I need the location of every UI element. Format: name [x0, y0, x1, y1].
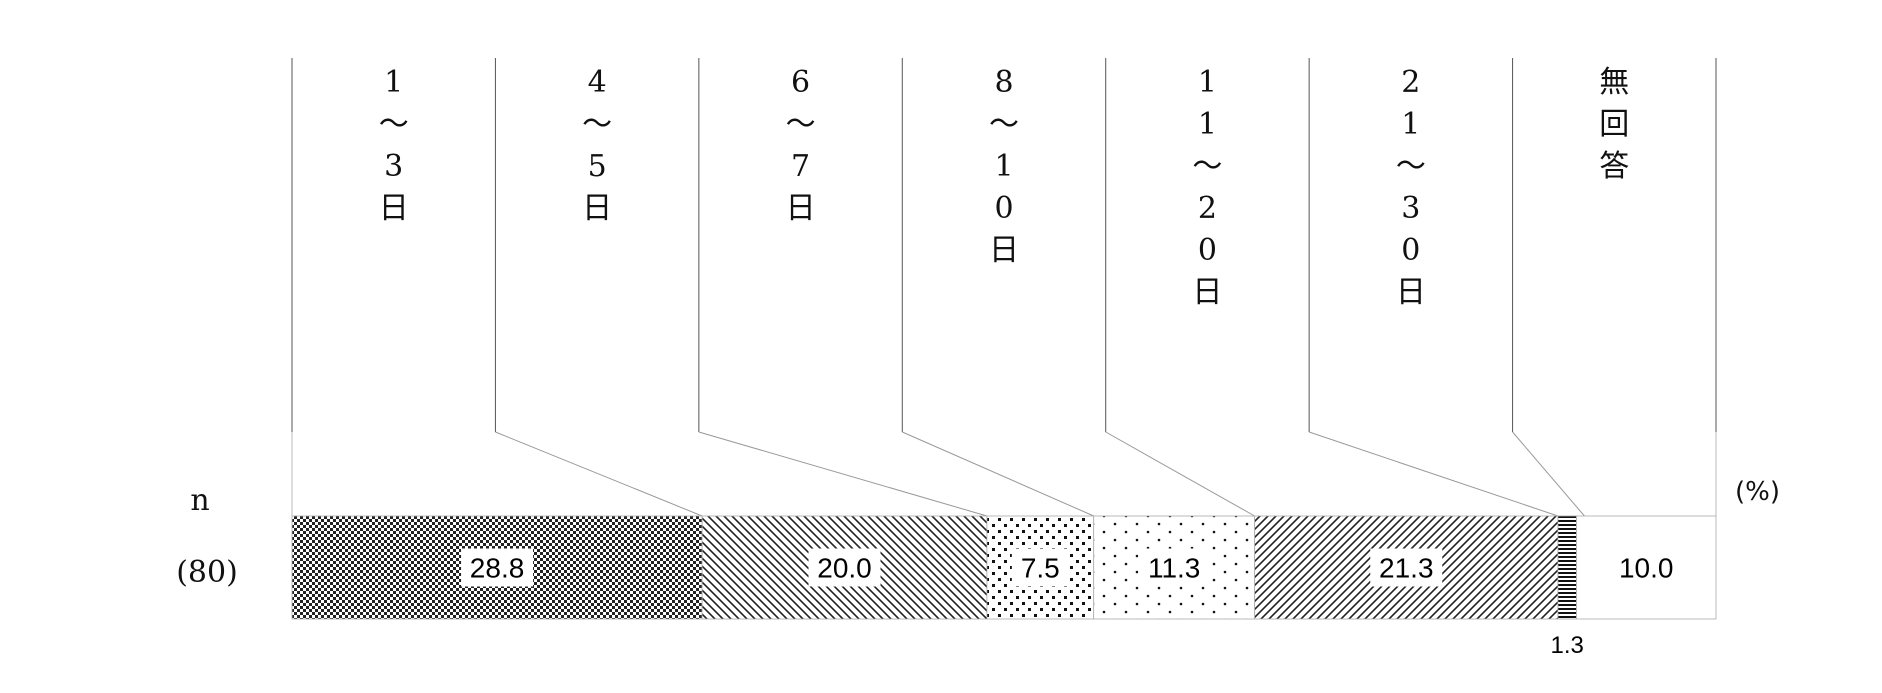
category-label-21-30-char: 1	[1401, 107, 1420, 142]
value-label-8-10: 11.3	[1148, 553, 1200, 584]
value-label-no-answer: 10.0	[1619, 553, 1674, 584]
unit-label: (%)	[1735, 477, 1780, 507]
bar-row: 28.8 20.0 7.5 11.3 21.3 1.3 10.0	[291, 515, 1717, 659]
category-label-8-10-char: 1	[994, 149, 1013, 184]
category-label-6-7-char: 日	[786, 191, 816, 226]
value-label-1-3: 28.8	[470, 553, 525, 584]
category-label-4-5-char: 日	[582, 191, 612, 226]
category-label-21-30-char: 日	[1396, 275, 1426, 310]
category-label-no-answer-char: 回	[1599, 107, 1629, 142]
category-label-8-10-char: 0	[994, 191, 1013, 226]
category-label-no-answer-char: 答	[1599, 149, 1629, 184]
category-label-6-7-char: 6	[791, 65, 810, 100]
value-label-4-5: 20.0	[817, 553, 872, 584]
category-label-6-7-char: 〜	[786, 107, 816, 142]
category-label-21-30-char: 〜	[1396, 149, 1426, 184]
value-label-bg-8-10	[1138, 548, 1211, 587]
leader-line	[902, 431, 1094, 517]
value-label-11-20: 21.3	[1379, 553, 1434, 584]
value-label-6-7: 7.5	[1021, 553, 1060, 584]
leader-line	[495, 431, 703, 517]
category-label-no-answer-char: 無	[1599, 65, 1629, 100]
leader-line	[698, 431, 988, 517]
leader-line	[1512, 431, 1585, 517]
leader-line	[1308, 431, 1559, 517]
leader-line	[1105, 431, 1255, 517]
value-label-bg-4-5	[808, 548, 881, 587]
row-n-label: (80)	[176, 555, 238, 590]
guide-lines	[291, 58, 1717, 517]
category-label-11-20-char: 1	[1198, 107, 1217, 142]
bar-segment-21-30	[1557, 515, 1577, 620]
category-label-11-20-char: 日	[1192, 275, 1222, 310]
value-label-bg-6-7	[1011, 548, 1069, 587]
category-label-8-10-char: 日	[989, 233, 1019, 268]
category-label-1-3-char: 1	[384, 65, 403, 100]
category-label-4-5-char: 4	[588, 65, 607, 100]
category-label-6-7-char: 7	[791, 149, 810, 184]
category-label-8-10-char: 8	[994, 65, 1013, 100]
value-label-bg-11-20	[1370, 548, 1443, 587]
category-label-1-3-char: 〜	[379, 107, 409, 142]
category-label-11-20-char: 2	[1198, 191, 1217, 226]
category-label-11-20-char: 1	[1198, 65, 1217, 100]
value-label-21-30: 1.3	[1551, 632, 1584, 659]
category-label-1-3-char: 日	[379, 191, 409, 226]
category-label-21-30-char: 3	[1401, 191, 1420, 226]
n-header: n	[190, 483, 209, 518]
category-label-21-30-char: 0	[1401, 233, 1420, 268]
category-label-11-20-char: 〜	[1192, 149, 1222, 184]
value-label-bg-1-3	[461, 548, 534, 587]
category-labels: 1 〜 3 日 4 〜 5 日 6 〜 7 日 8 〜 1 0 日 1 1 〜 2 0 日 2 1 〜 3 0 日 無回答	[379, 65, 1630, 310]
category-label-21-30-char: 2	[1401, 65, 1420, 100]
category-label-11-20-char: 0	[1198, 233, 1217, 268]
category-label-8-10-char: 〜	[989, 107, 1019, 142]
chart-text: n (%) (80)	[176, 477, 1780, 590]
category-label-4-5-char: 5	[588, 149, 607, 184]
category-label-4-5-char: 〜	[582, 107, 612, 142]
value-label-bg-no-answer	[1610, 548, 1683, 587]
category-label-1-3-char: 3	[384, 149, 403, 184]
